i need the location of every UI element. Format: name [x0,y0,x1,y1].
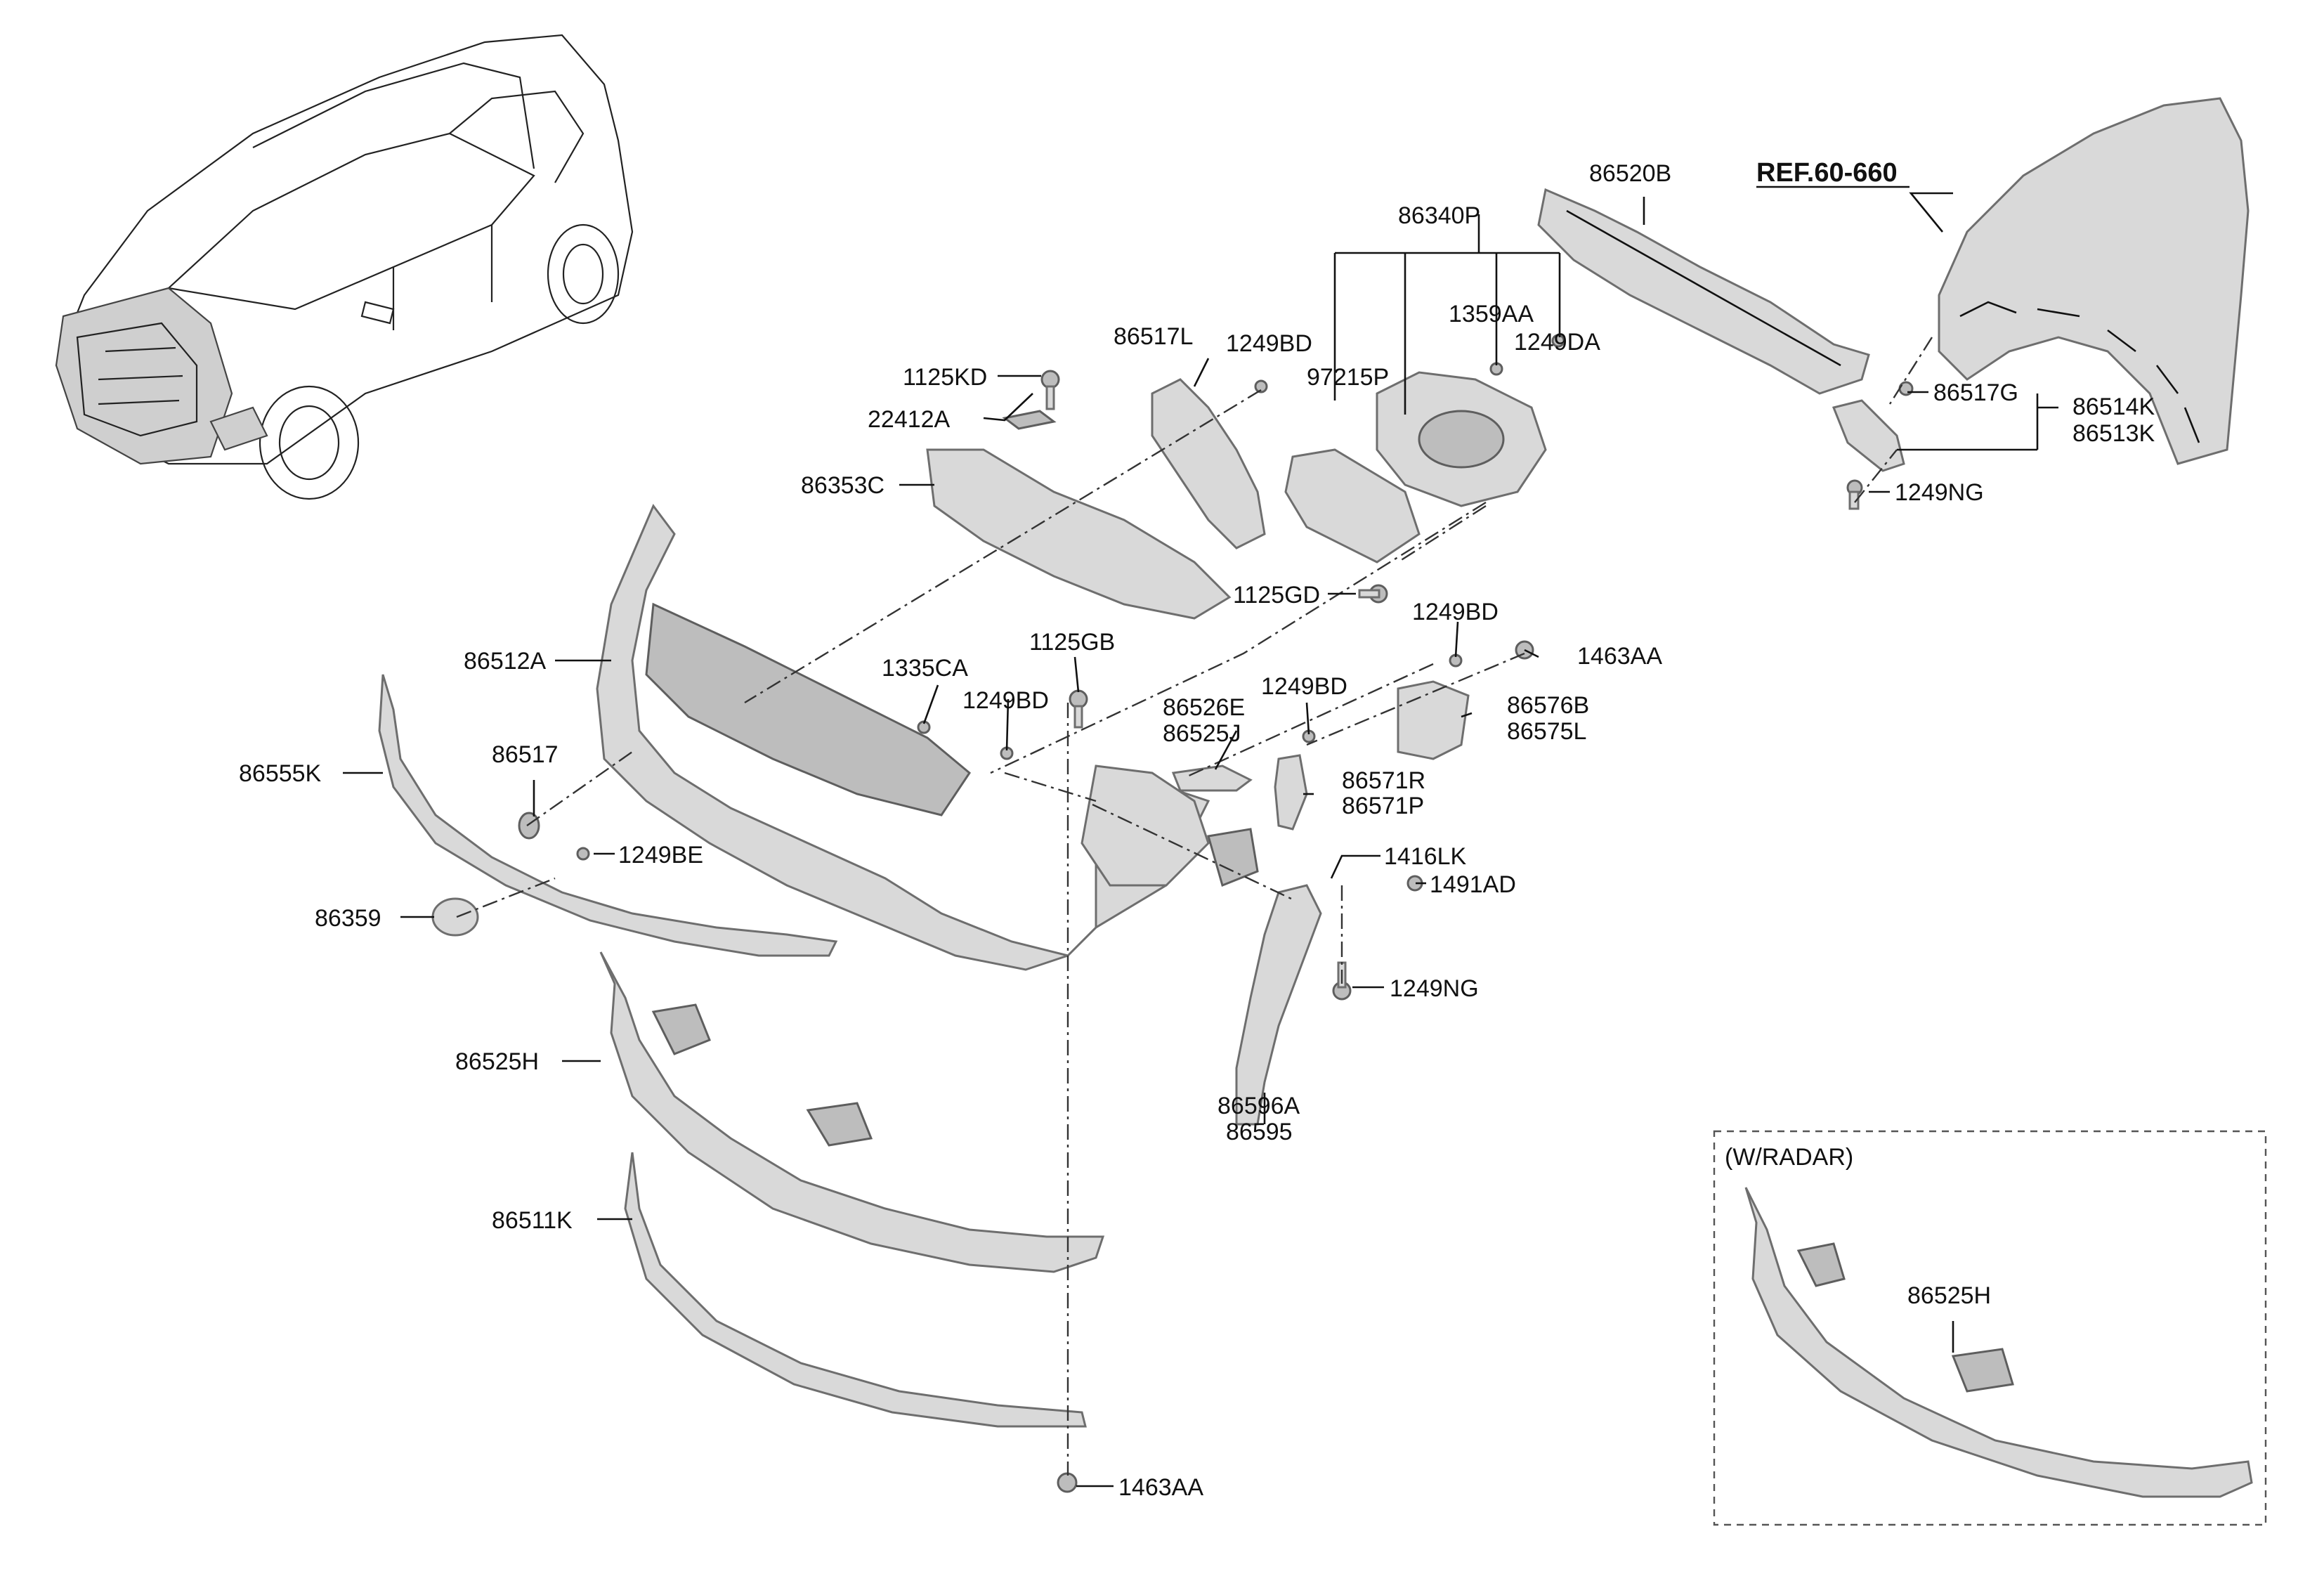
label-86576B[interactable]: 86576B [1507,692,1589,719]
label-86513K[interactable]: 86513K [2072,420,2155,447]
label-86555K[interactable]: 86555K [239,760,322,787]
label-1249BE[interactable]: 1249BE [618,842,703,868]
part-97215P-shape [1284,448,1421,564]
part-86511K-shape [624,1152,1087,1428]
label-86359[interactable]: 86359 [315,905,381,932]
label-1249BD-lower[interactable]: 1249BD [1261,673,1347,700]
label-1491AD[interactable]: 1491AD [1430,871,1516,898]
label-1463AA-bottom[interactable]: 1463AA [1118,1474,1203,1501]
label-86571R[interactable]: 86571R [1342,767,1425,794]
part-86525H-shape [599,951,1105,1273]
label-86512A[interactable]: 86512A [464,648,547,675]
part-86359-shape [431,897,479,937]
label-1249NG-center[interactable]: 1249NG [1390,975,1479,1002]
label-1463AA-top[interactable]: 1463AA [1577,643,1662,670]
part-86520B-shape [1537,188,1870,395]
label-86525H-radar[interactable]: 86525H [1907,1282,1991,1309]
part-86555K-shape [378,674,838,957]
label-1335CA[interactable]: 1335CA [882,655,968,682]
part-86525H-radar-shape [1744,1187,2253,1498]
label-86596A[interactable]: 86596A [1218,1093,1300,1119]
part-86514K-shape [1832,399,1905,472]
label-1249DA[interactable]: 1249DA [1514,329,1600,356]
part-22412A-shape [1002,410,1057,430]
vehicle-illustration [55,34,634,500]
label-86517L[interactable]: 86517L [1114,323,1193,350]
label-86575L[interactable]: 86575L [1507,718,1586,745]
label-1249BD-right[interactable]: 1249BD [1412,599,1499,625]
part-86526E-shape [1171,764,1253,792]
fender-shape [1938,97,2250,465]
part-86576B-shape [1397,680,1470,760]
label-86514K[interactable]: 86514K [2072,393,2155,420]
part-86596A-shape [1235,884,1322,1126]
radar-box-title: (W/RADAR) [1725,1144,1853,1171]
label-86595[interactable]: 86595 [1226,1119,1293,1145]
label-1249NG-right[interactable]: 1249NG [1895,479,1984,506]
callout-labels: REF.60-660 (W/RADAR) 86520B 86340P 1359A… [239,158,2155,1501]
label-1359AA[interactable]: 1359AA [1449,301,1534,327]
label-1125GB[interactable]: 1125GB [1029,629,1115,656]
part-86353C-shape [926,448,1232,620]
label-86571P[interactable]: 86571P [1342,793,1424,819]
label-86526E[interactable]: 86526E [1163,694,1245,721]
label-86340P[interactable]: 86340P [1398,202,1480,229]
phantom-lines [456,337,1933,1476]
part-86517L-shape [1151,378,1266,549]
label-86525H[interactable]: 86525H [455,1048,539,1075]
leader-lines [343,192,2058,1488]
part-86571R-shape [1274,754,1308,831]
part-86517-shape [518,812,540,840]
label-86517G[interactable]: 86517G [1933,379,2018,406]
ref-label[interactable]: REF.60-660 [1756,158,1898,188]
label-1416LK[interactable]: 1416LK [1384,843,1467,870]
label-86525J[interactable]: 86525J [1163,720,1241,747]
label-86353C[interactable]: 86353C [801,472,884,499]
label-86511K[interactable]: 86511K [492,1207,573,1234]
label-1249BD-center[interactable]: 1249BD [962,687,1049,714]
label-86517[interactable]: 86517 [492,741,559,768]
label-1125GD[interactable]: 1125GD [1233,582,1320,608]
label-1249BD-top[interactable]: 1249BD [1226,330,1312,357]
radar-variant-box [1713,1130,2267,1526]
label-1125KD[interactable]: 1125KD [903,364,987,391]
label-97215P[interactable]: 97215P [1307,364,1389,391]
label-86520B[interactable]: 86520B [1589,160,1671,187]
label-22412A[interactable]: 22412A [868,406,951,433]
